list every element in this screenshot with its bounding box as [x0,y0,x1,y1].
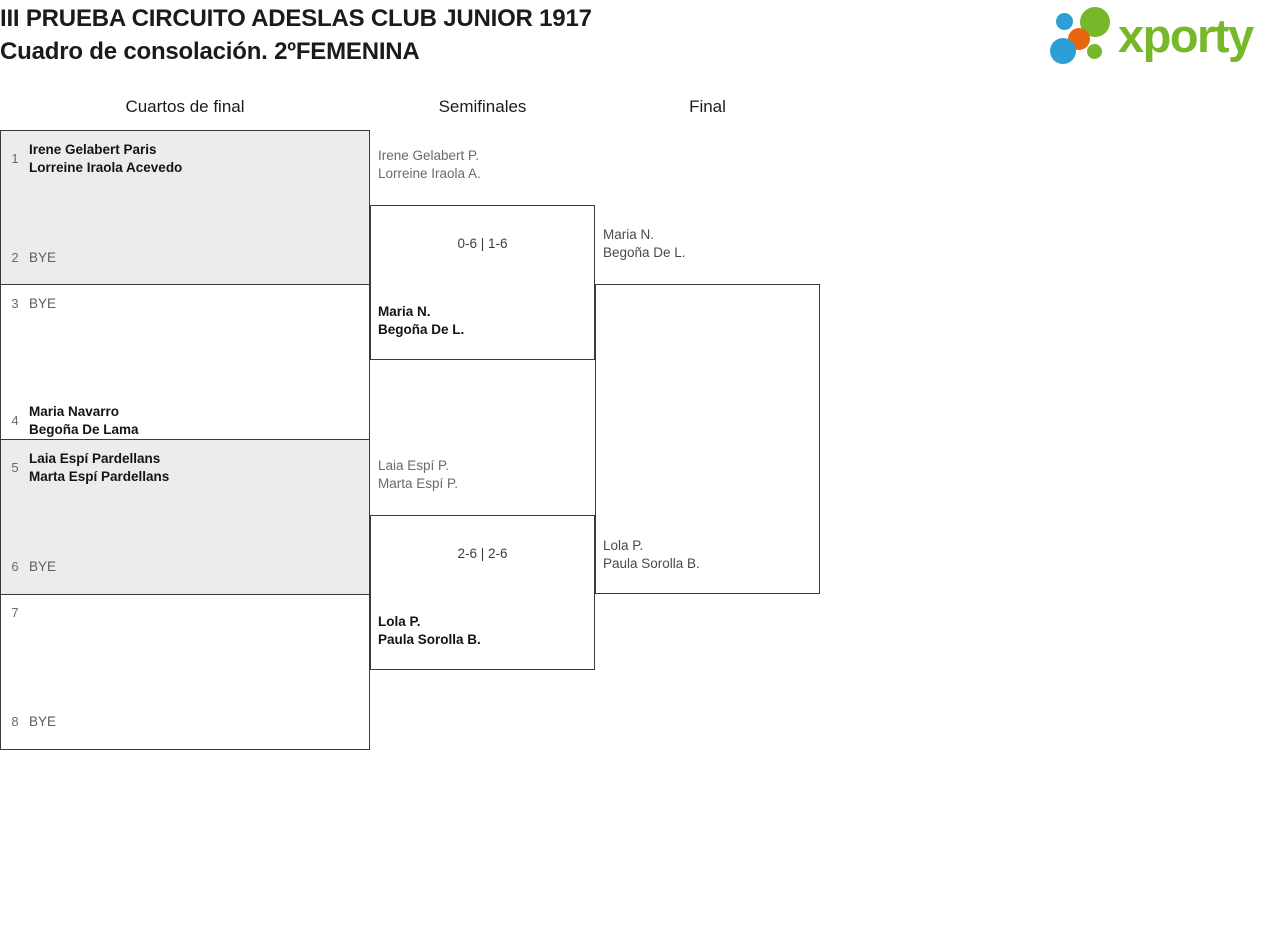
seed-slot-8[interactable]: 8 BYE [1,713,369,731]
semifinal-2-top-team-line-1: Laia Espí P. [378,458,450,473]
semifinal-1-bottom-team-line-1: Maria N. [378,304,431,319]
semifinal-1-bottom-team: Maria N. Begoña De L. [378,303,464,339]
player-name-line-2: Marta Espí Pardellans [29,469,170,484]
seed-number-8: 8 [11,714,19,729]
page-title: III PRUEBA CIRCUITO ADESLAS CLUB JUNIOR … [0,2,900,68]
player-name-line-2: Begoña De Lama [29,422,139,437]
page-header: III PRUEBA CIRCUITO ADESLAS CLUB JUNIOR … [0,0,1280,76]
seed-names-8: BYE [29,713,369,731]
semifinal-2-top-team: Laia Espí P. Marta Espí P. [378,457,458,493]
seed-number-7: 7 [11,605,19,620]
final-top-team: Maria N. Begoña De L. [603,226,686,262]
seed-names-2: BYE [29,249,369,267]
round-header-quarterfinals: Cuartos de final [125,97,245,116]
seed-number-6: 6 [11,559,19,574]
logo-dots-icon [1050,6,1124,66]
final-match[interactable] [595,284,820,594]
final-bottom-team-line-1: Lola P. [603,538,644,553]
final-top-team-line-1: Maria N. [603,227,655,242]
semifinal-1-top-team: Irene Gelabert P. Lorreine Iraola A. [378,147,481,183]
semifinal-1-top-team-line-1: Irene Gelabert P. [378,148,480,163]
bye-label: BYE [29,250,57,265]
seed-number-3: 3 [11,296,19,311]
final-top-team-line-2: Begoña De L. [603,245,686,260]
final-bottom-team: Lola P. Paula Sorolla B. [603,537,700,573]
bye-label: BYE [29,296,57,311]
semifinal-2-bottom-team-line-2: Paula Sorolla B. [378,632,481,647]
xporty-logo[interactable]: xporty [1050,6,1276,66]
semifinal-2-bottom-team: Lola P. Paula Sorolla B. [378,613,481,649]
logo-dot-blue-small [1056,13,1073,30]
seed-slot-2[interactable]: 2 BYE [1,249,369,267]
semifinal-1-score: 0-6 | 1-6 [457,236,508,251]
seed-slot-7[interactable]: 7 [1,605,369,621]
logo-dot-green-small [1087,44,1102,59]
seed-number-4: 4 [11,413,19,428]
tournament-subtitle-line-2: Cuadro de consolación. 2ºFEMENINA [0,38,420,65]
seed-names-3: BYE [29,295,369,313]
seed-names-6: BYE [29,558,369,576]
seed-slot-3[interactable]: 3 BYE [1,295,369,313]
seed-number-1: 1 [11,151,19,166]
seed-slot-6[interactable]: 6 BYE [1,558,369,576]
semifinal-2-bottom-team-line-1: Lola P. [378,614,421,629]
seed-number-2: 2 [11,250,19,265]
quarterfinal-block-4[interactable]: 7 8 BYE [0,595,370,750]
logo-wordmark: xporty [1118,9,1254,62]
player-name-line-1: Maria Navarro [29,404,120,419]
seed-number-5: 5 [11,460,19,475]
round-header-final: Final [689,97,726,116]
tournament-title-line-1: III PRUEBA CIRCUITO ADESLAS CLUB JUNIOR … [0,5,592,32]
semifinal-match-2[interactable] [370,515,595,670]
round-header-semifinals: Semifinales [438,97,527,116]
player-name-line-1: Irene Gelabert Paris [29,142,157,157]
semifinal-1-top-team-line-2: Lorreine Iraola A. [378,166,481,181]
semifinal-2-score: 2-6 | 2-6 [457,546,508,561]
semifinal-1-bottom-team-line-2: Begoña De L. [378,322,465,337]
player-name-line-1: Laia Espí Pardellans [29,451,161,466]
semifinal-2-top-team-line-2: Marta Espí P. [378,476,459,491]
bye-label: BYE [29,714,57,729]
logo-dot-blue-large [1050,38,1076,64]
semifinal-match-1[interactable] [370,205,595,360]
player-name-line-2: Lorreine Iraola Acevedo [29,160,183,175]
bye-label: BYE [29,559,57,574]
final-bottom-team-line-2: Paula Sorolla B. [603,556,700,571]
